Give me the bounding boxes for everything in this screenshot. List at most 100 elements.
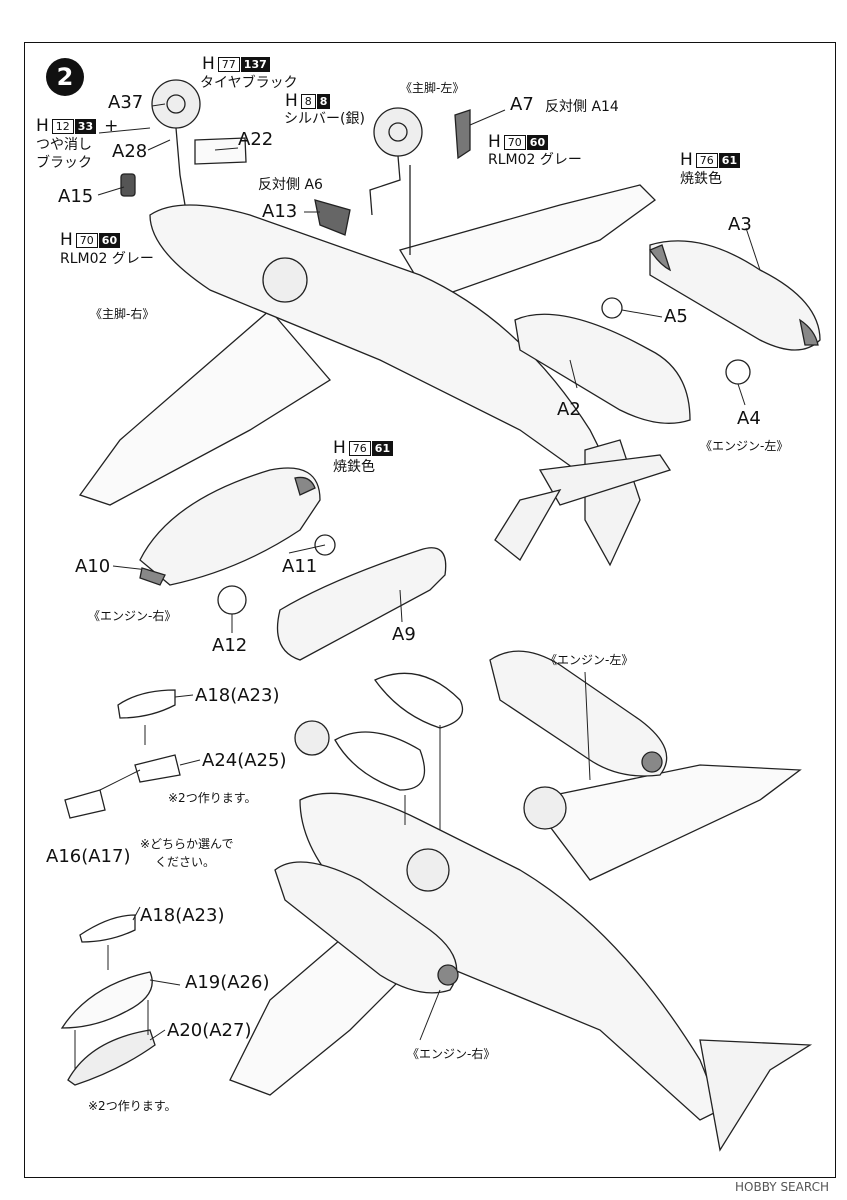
lower-fairing-1 bbox=[374, 672, 464, 729]
note-make-two-1: ※2つ作ります。 bbox=[168, 791, 257, 805]
paint-code-mr: 8 bbox=[316, 94, 331, 109]
part-a12 bbox=[217, 585, 247, 615]
part-label-a22: A22 bbox=[238, 129, 274, 150]
paint-name-flat-black-1: つや消し bbox=[36, 137, 92, 153]
part-a13 bbox=[314, 199, 351, 236]
paint-prefix: H bbox=[285, 91, 298, 111]
paint-code-hobby: 70 bbox=[75, 233, 98, 248]
paint-prefix: H bbox=[488, 132, 501, 152]
engine-left-half-a3 bbox=[649, 240, 821, 351]
paint-name-flat-black-2: ブラック bbox=[36, 155, 92, 171]
note-choose-1: ※どちらか選んで bbox=[140, 837, 234, 851]
paint-tire-black: H 77 137 bbox=[202, 56, 270, 73]
caption-engine-right-bottom: 《エンジン-右》 bbox=[407, 1047, 496, 1061]
part-label-a18-top: A18(A23) bbox=[195, 685, 280, 706]
lower-engine-right bbox=[274, 861, 458, 994]
part-a4 bbox=[725, 359, 751, 385]
part-label-a9: A9 bbox=[392, 624, 416, 645]
upper-tail-plane-2 bbox=[494, 488, 562, 561]
part-label-a28: A28 bbox=[112, 141, 148, 162]
page-border bbox=[24, 42, 836, 1178]
part-label-a3: A3 bbox=[728, 214, 752, 235]
part-label-a12: A12 bbox=[212, 635, 248, 656]
part-label-a11: A11 bbox=[282, 556, 318, 577]
paint-code-hobby: 8 bbox=[300, 94, 316, 109]
paint-name-burnt-iron-right: 焼鉄色 bbox=[333, 459, 375, 475]
caption-main-leg-left: 《主脚-左》 bbox=[400, 81, 465, 95]
part-label-a7: A7 bbox=[510, 94, 534, 115]
lower-wing-left bbox=[528, 764, 802, 881]
paint-code-hobby: 77 bbox=[217, 57, 240, 72]
part-label-a18-bottom: A18(A23) bbox=[140, 905, 225, 926]
paint-code-mr: 60 bbox=[98, 233, 121, 248]
paint-code-mr: 61 bbox=[718, 153, 741, 168]
wheel-a37 bbox=[151, 79, 201, 129]
part-label-a10: A10 bbox=[75, 556, 111, 577]
part-a22-plate bbox=[194, 137, 247, 165]
part-a18-bottom bbox=[79, 914, 136, 943]
upper-wing-left bbox=[399, 184, 656, 301]
lower-wheel-b bbox=[523, 786, 567, 830]
paint-name-silver: シルバー(銀) bbox=[284, 111, 365, 127]
part-label-a13: A13 bbox=[262, 201, 298, 222]
part-label-a2: A2 bbox=[557, 399, 581, 420]
paint-name-rlm02-left: RLM02 グレー bbox=[60, 251, 154, 267]
paint-name-burnt-iron-left: 焼鉄色 bbox=[680, 171, 722, 187]
paint-code-hobby: 76 bbox=[348, 441, 371, 456]
part-a15 bbox=[120, 173, 136, 197]
paint-prefix: H bbox=[60, 230, 73, 250]
paint-prefix: H bbox=[202, 54, 215, 74]
caption-engine-right-mid: 《エンジン-右》 bbox=[88, 609, 177, 623]
part-note-a13: 反対側 A6 bbox=[258, 177, 323, 193]
paint-code-hobby: 12 bbox=[51, 119, 74, 134]
paint-prefix: H bbox=[680, 150, 693, 170]
paint-silver: H 8 8 bbox=[285, 91, 331, 111]
paint-code-hobby: 76 bbox=[695, 153, 718, 168]
part-a24 bbox=[134, 754, 181, 783]
paint-flat-black: H 12 33 + bbox=[36, 118, 118, 135]
part-label-a16: A16(A17) bbox=[46, 846, 131, 867]
paint-name-tire-black: タイヤブラック bbox=[200, 75, 298, 91]
caption-engine-left-top: 《エンジン-左》 bbox=[700, 439, 789, 453]
lower-tail bbox=[699, 1039, 813, 1152]
caption-engine-left-bottom: 《エンジン-左》 bbox=[545, 653, 634, 667]
paint-code-mr: 60 bbox=[526, 135, 549, 150]
part-label-a4: A4 bbox=[737, 408, 761, 429]
lower-engine-left bbox=[489, 650, 668, 777]
part-label-a24: A24(A25) bbox=[202, 750, 287, 771]
engine-right-nacelle-a9 bbox=[276, 547, 447, 661]
wheel-right-upper bbox=[262, 257, 308, 303]
lower-fairing-2 bbox=[334, 731, 426, 791]
part-label-a5: A5 bbox=[664, 306, 688, 327]
paint-burnt-iron-left: H 76 61 bbox=[680, 150, 741, 170]
wheel-left-upper bbox=[373, 107, 423, 157]
paint-name-rlm02-top: RLM02 グレー bbox=[488, 152, 582, 168]
paint-prefix: H bbox=[36, 116, 49, 136]
watermark: HOBBY SEARCH bbox=[735, 1180, 829, 1194]
paint-prefix: H bbox=[333, 438, 346, 458]
part-a18-top bbox=[117, 689, 176, 719]
lower-wheel-a bbox=[294, 720, 330, 756]
part-a5 bbox=[601, 297, 623, 319]
paint-rlm02-left: H 70 60 bbox=[60, 230, 121, 250]
paint-rlm02-top: H 70 60 bbox=[488, 132, 549, 152]
engine-left-nacelle-a2 bbox=[514, 313, 691, 424]
paint-code-mr: 137 bbox=[240, 57, 270, 72]
part-label-a19: A19(A26) bbox=[185, 972, 270, 993]
paint-plus: + bbox=[104, 116, 119, 136]
note-make-two-2: ※2つ作ります。 bbox=[88, 1099, 177, 1113]
caption-main-leg-right: 《主脚-右》 bbox=[90, 307, 155, 321]
paint-code-mr: 33 bbox=[74, 119, 97, 134]
paint-code-mr: 61 bbox=[371, 441, 394, 456]
part-label-a15: A15 bbox=[58, 186, 94, 207]
part-a19 bbox=[60, 971, 153, 1029]
part-label-a20: A20(A27) bbox=[167, 1020, 252, 1041]
part-label-a37: A37 bbox=[108, 92, 144, 113]
part-a7 bbox=[454, 109, 471, 160]
part-a16 bbox=[64, 789, 106, 819]
lower-wheel-c bbox=[406, 848, 450, 892]
upper-wing-right bbox=[78, 309, 331, 506]
note-choose-2: ください。 bbox=[155, 855, 216, 869]
